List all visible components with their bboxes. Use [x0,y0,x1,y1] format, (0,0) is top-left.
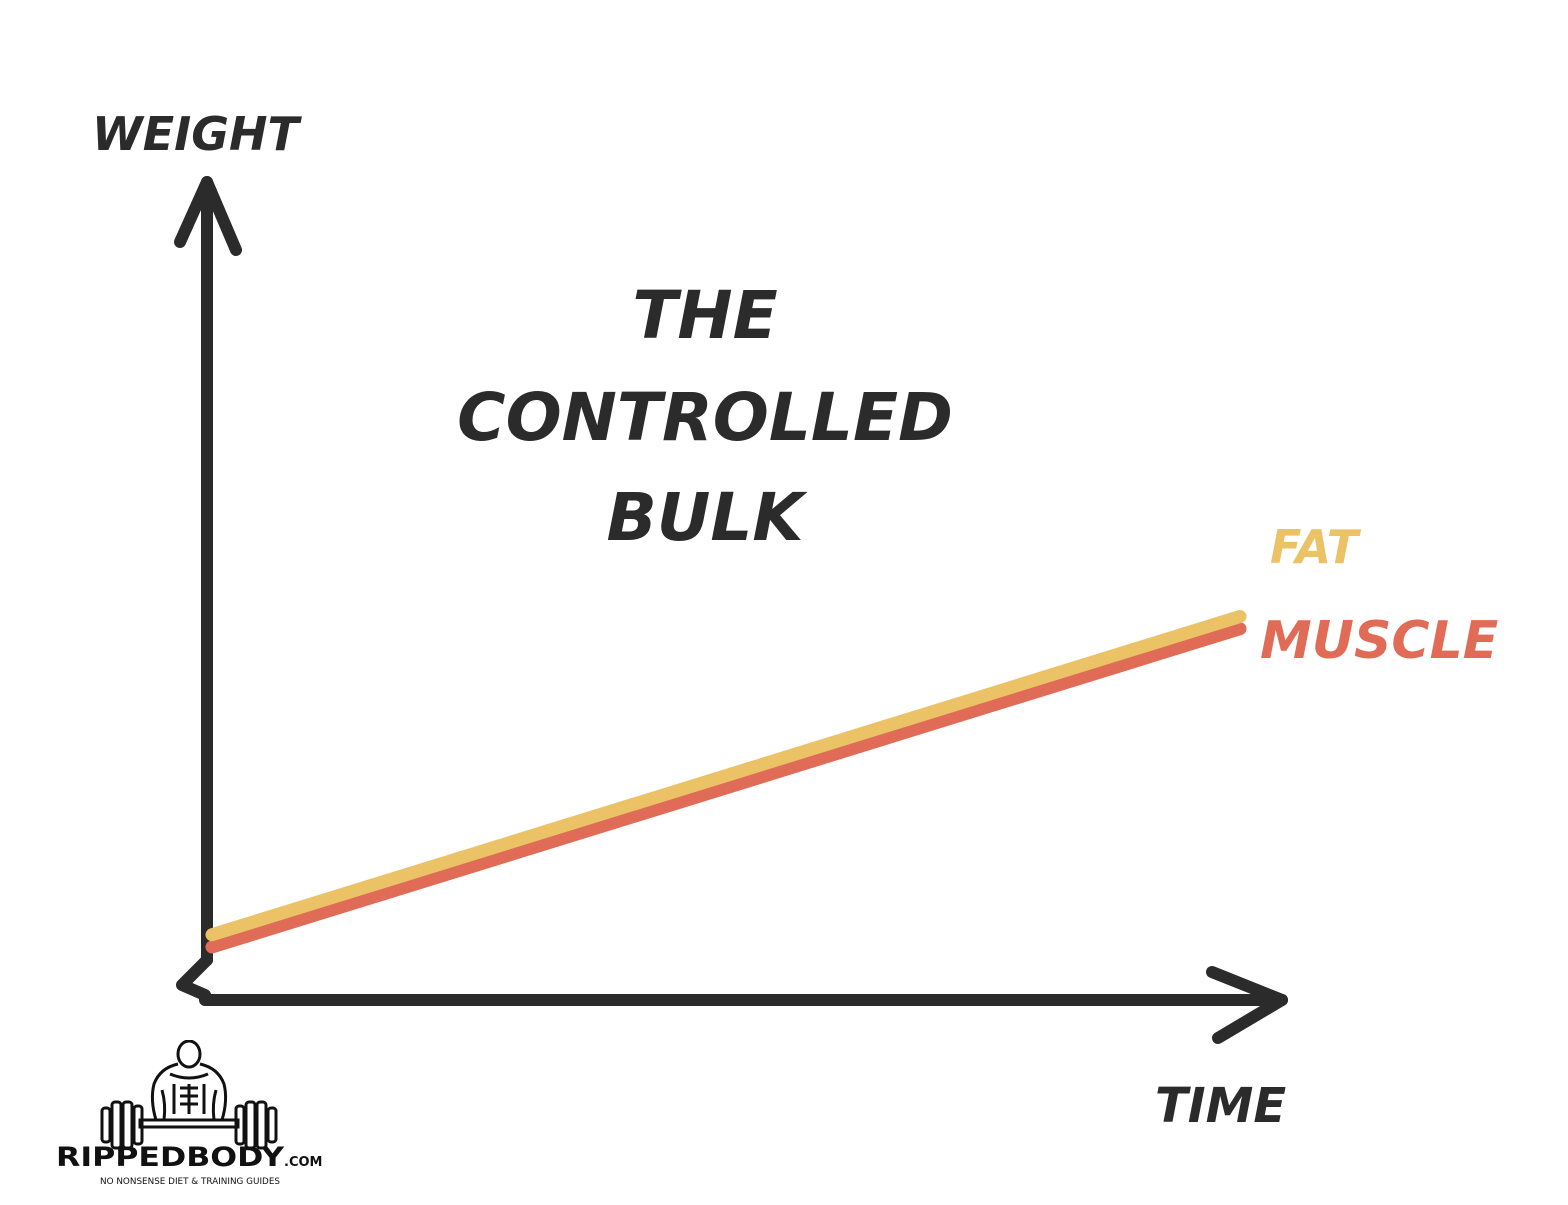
y-axis-arrowhead [174,176,242,256]
logo-graphic: RIPPEDBODY .COM NO NONSENSE DIET & TRAIN… [56,1039,322,1187]
x-axis-arrowhead [1206,966,1288,1044]
legend-layer: FAT MUSCLE [1260,520,1498,671]
chart-title: THE CONTROLLED BULK [457,277,953,556]
barbell-bar-icon [138,1118,240,1129]
legend-label-muscle: MUSCLE [1260,611,1498,671]
x-axis-label: TIME [1155,1078,1286,1134]
barbell-plates-left-icon [100,1100,144,1150]
title-line-3: BULK [606,479,808,556]
logo-brand-suffix: .COM [284,1155,322,1170]
ripped-body-logo: RIPPEDBODY .COM NO NONSENSE DIET & TRAIN… [52,1039,332,1190]
logo-tagline: NO NONSENSE DIET & TRAINING GUIDES [100,1177,280,1187]
y-axis-label: WEIGHT [92,107,303,161]
title-line-2: CONTROLLED [457,379,953,456]
lifter-icon [150,1039,228,1121]
axes [174,176,1288,1044]
title-line-1: THE [632,277,777,354]
series-line-fat [205,609,1247,942]
logo-brand-text: RIPPEDBODY [56,1142,285,1173]
series-line-muscle [205,622,1247,954]
barbell-plates-right-icon [234,1100,278,1150]
axis-break-squiggle [176,954,213,1006]
legend-label-fat: FAT [1270,520,1362,574]
series-layer [205,609,1247,954]
